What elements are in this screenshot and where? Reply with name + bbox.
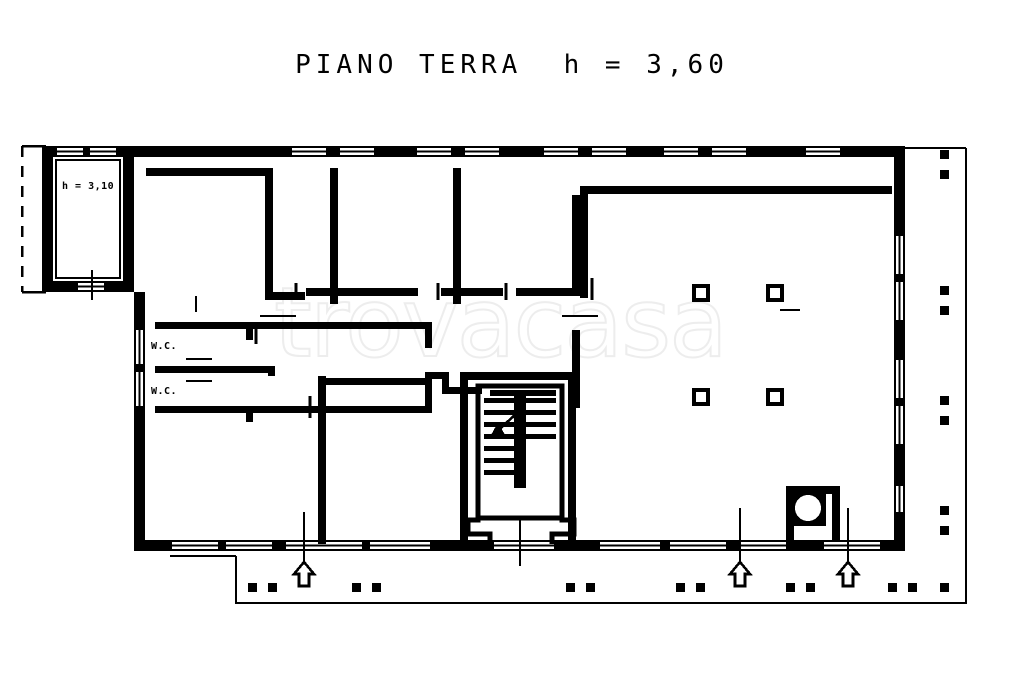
column-2 [766,284,784,302]
stair-tread [484,458,514,463]
page-title: PIANO TERRA h = 3,60 [295,50,729,80]
column-1 [692,284,710,302]
stair-direction-arrow [489,413,517,438]
interior-thin-lines [186,308,800,383]
entrance-arrow-2 [727,559,753,588]
stair-tread [484,434,514,439]
stair-tread [526,398,556,403]
interior-door-jambs [254,278,594,418]
stair-tread [526,410,556,415]
east-wall-windows [896,236,903,512]
site-sidewalk-outline [170,146,968,605]
column-3 [692,388,710,406]
west-wall-door-openings [136,330,143,406]
column-4 [766,388,784,406]
wc-label-lower: W.C. [151,386,178,397]
section-axis-lines [91,270,849,566]
sidewalk-bollards [248,150,949,592]
hall-columns [692,284,784,406]
stair-tread [526,434,556,439]
entrance-arrow-3 [835,559,861,588]
stair-tread [526,422,556,427]
entrance-arrow-1 [291,559,317,588]
annex-height-label: h = 3,10 [62,181,115,192]
south-wall-openings [172,542,880,549]
staircase [465,383,577,544]
stair-tread [484,410,514,415]
wc-label-upper: W.C. [151,341,178,352]
stair-tread [484,470,514,475]
annex-door-opening [78,283,104,290]
north-wall-windows [57,148,840,155]
stair-tread [484,398,514,403]
annex-room-outline [55,159,121,279]
stair-tread [484,446,514,451]
round-stair-element [790,490,826,526]
entrance-arrows [291,559,861,588]
